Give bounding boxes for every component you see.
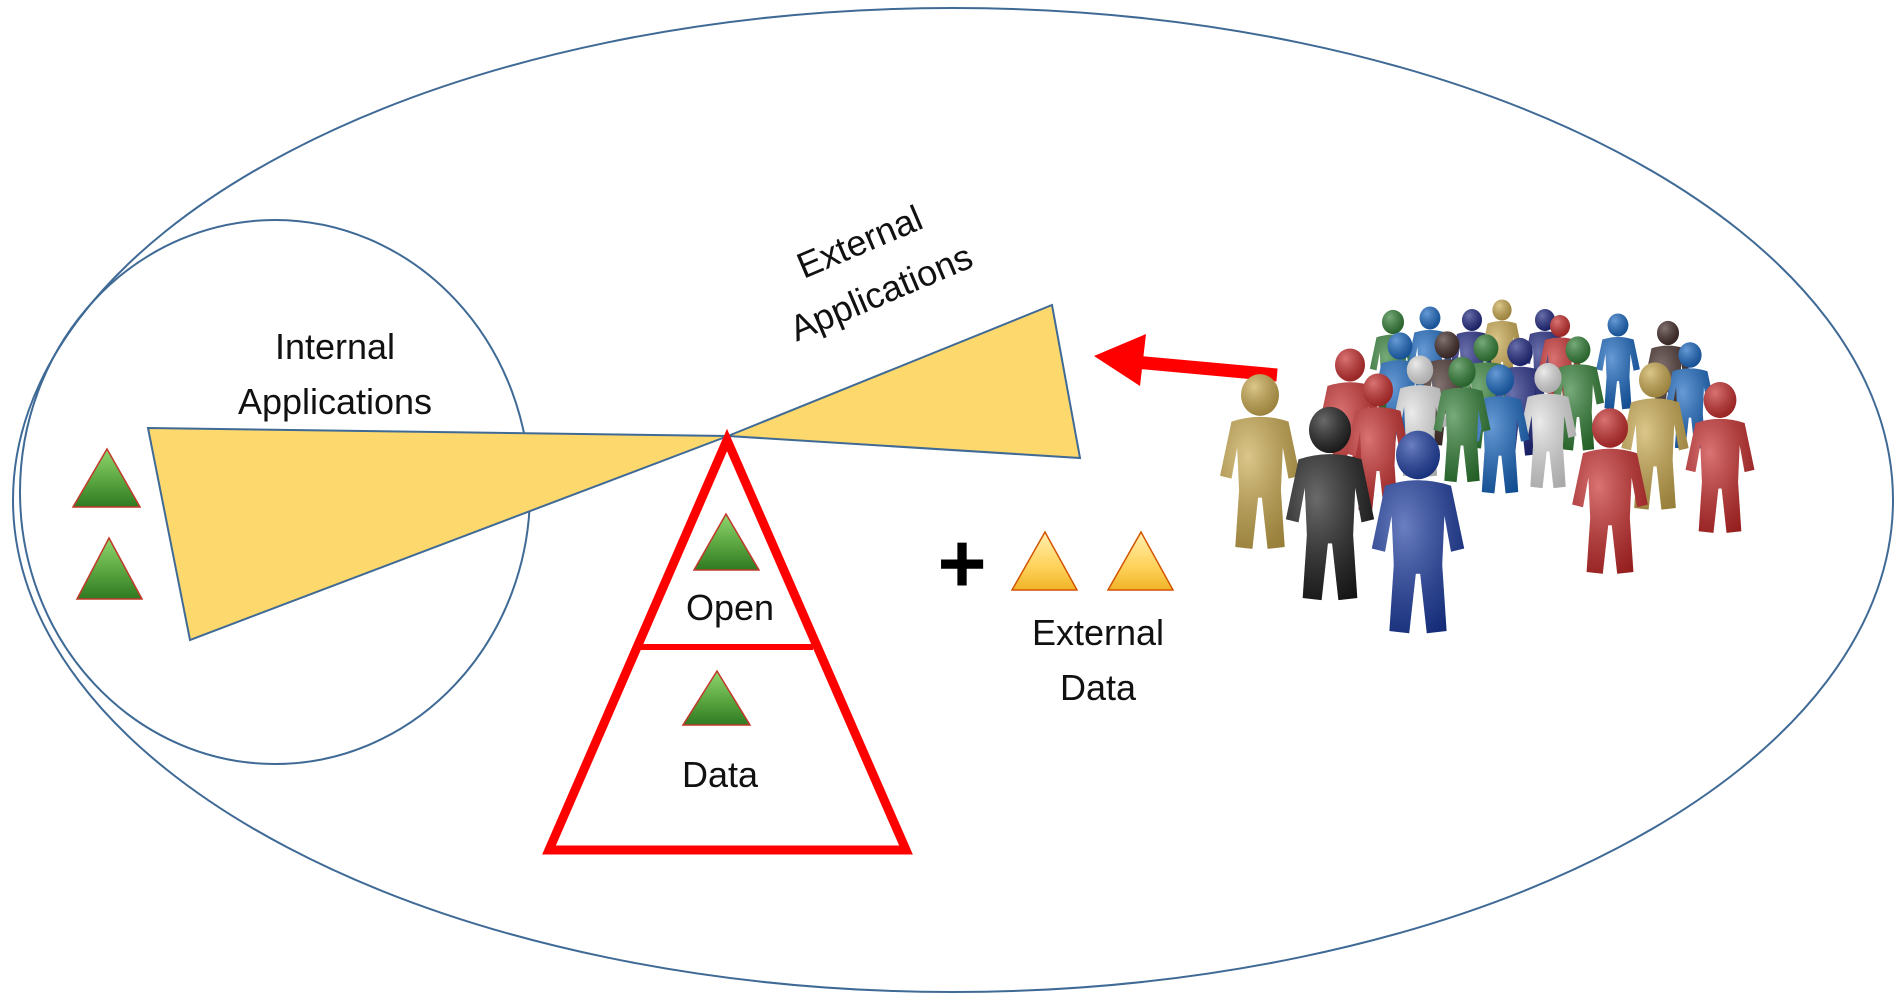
crowd-illustration xyxy=(1220,299,1755,634)
person-figure xyxy=(1572,408,1648,574)
person-figure xyxy=(1371,430,1465,634)
internal-applications-label-line1: Internal xyxy=(275,326,395,367)
external-data-triangle-icon xyxy=(1010,530,1079,591)
person-figure xyxy=(1685,381,1755,533)
person-figure xyxy=(1470,364,1530,494)
external-data-triangle-icon xyxy=(1106,530,1175,591)
open-data-triangle-icon xyxy=(692,512,761,571)
open-label: Open xyxy=(686,587,774,628)
open-data-triangle-icon xyxy=(681,669,752,726)
seesaw-beam-right xyxy=(727,303,1082,460)
internal-applications-label-line2: Applications xyxy=(238,381,432,422)
data-label: Data xyxy=(682,754,759,795)
person-figure xyxy=(1433,357,1491,483)
external-applications-label: External Applications xyxy=(784,197,979,349)
external-data-label-line2: Data xyxy=(1060,667,1137,708)
seesaw-beam-left xyxy=(146,426,729,642)
person-figure xyxy=(1551,336,1605,451)
person-figure xyxy=(1220,374,1300,549)
internal-data-triangle-icon xyxy=(75,536,144,600)
person-figure xyxy=(1596,313,1640,410)
person-figure xyxy=(1519,363,1577,489)
person-figure xyxy=(1285,406,1375,601)
external-data-label-line1: External xyxy=(1032,612,1164,653)
internal-data-triangle-icon xyxy=(71,447,142,508)
plus-sign: + xyxy=(937,516,986,610)
ecosystem-ellipse xyxy=(12,7,1894,993)
arrow-left-icon xyxy=(1094,334,1278,386)
